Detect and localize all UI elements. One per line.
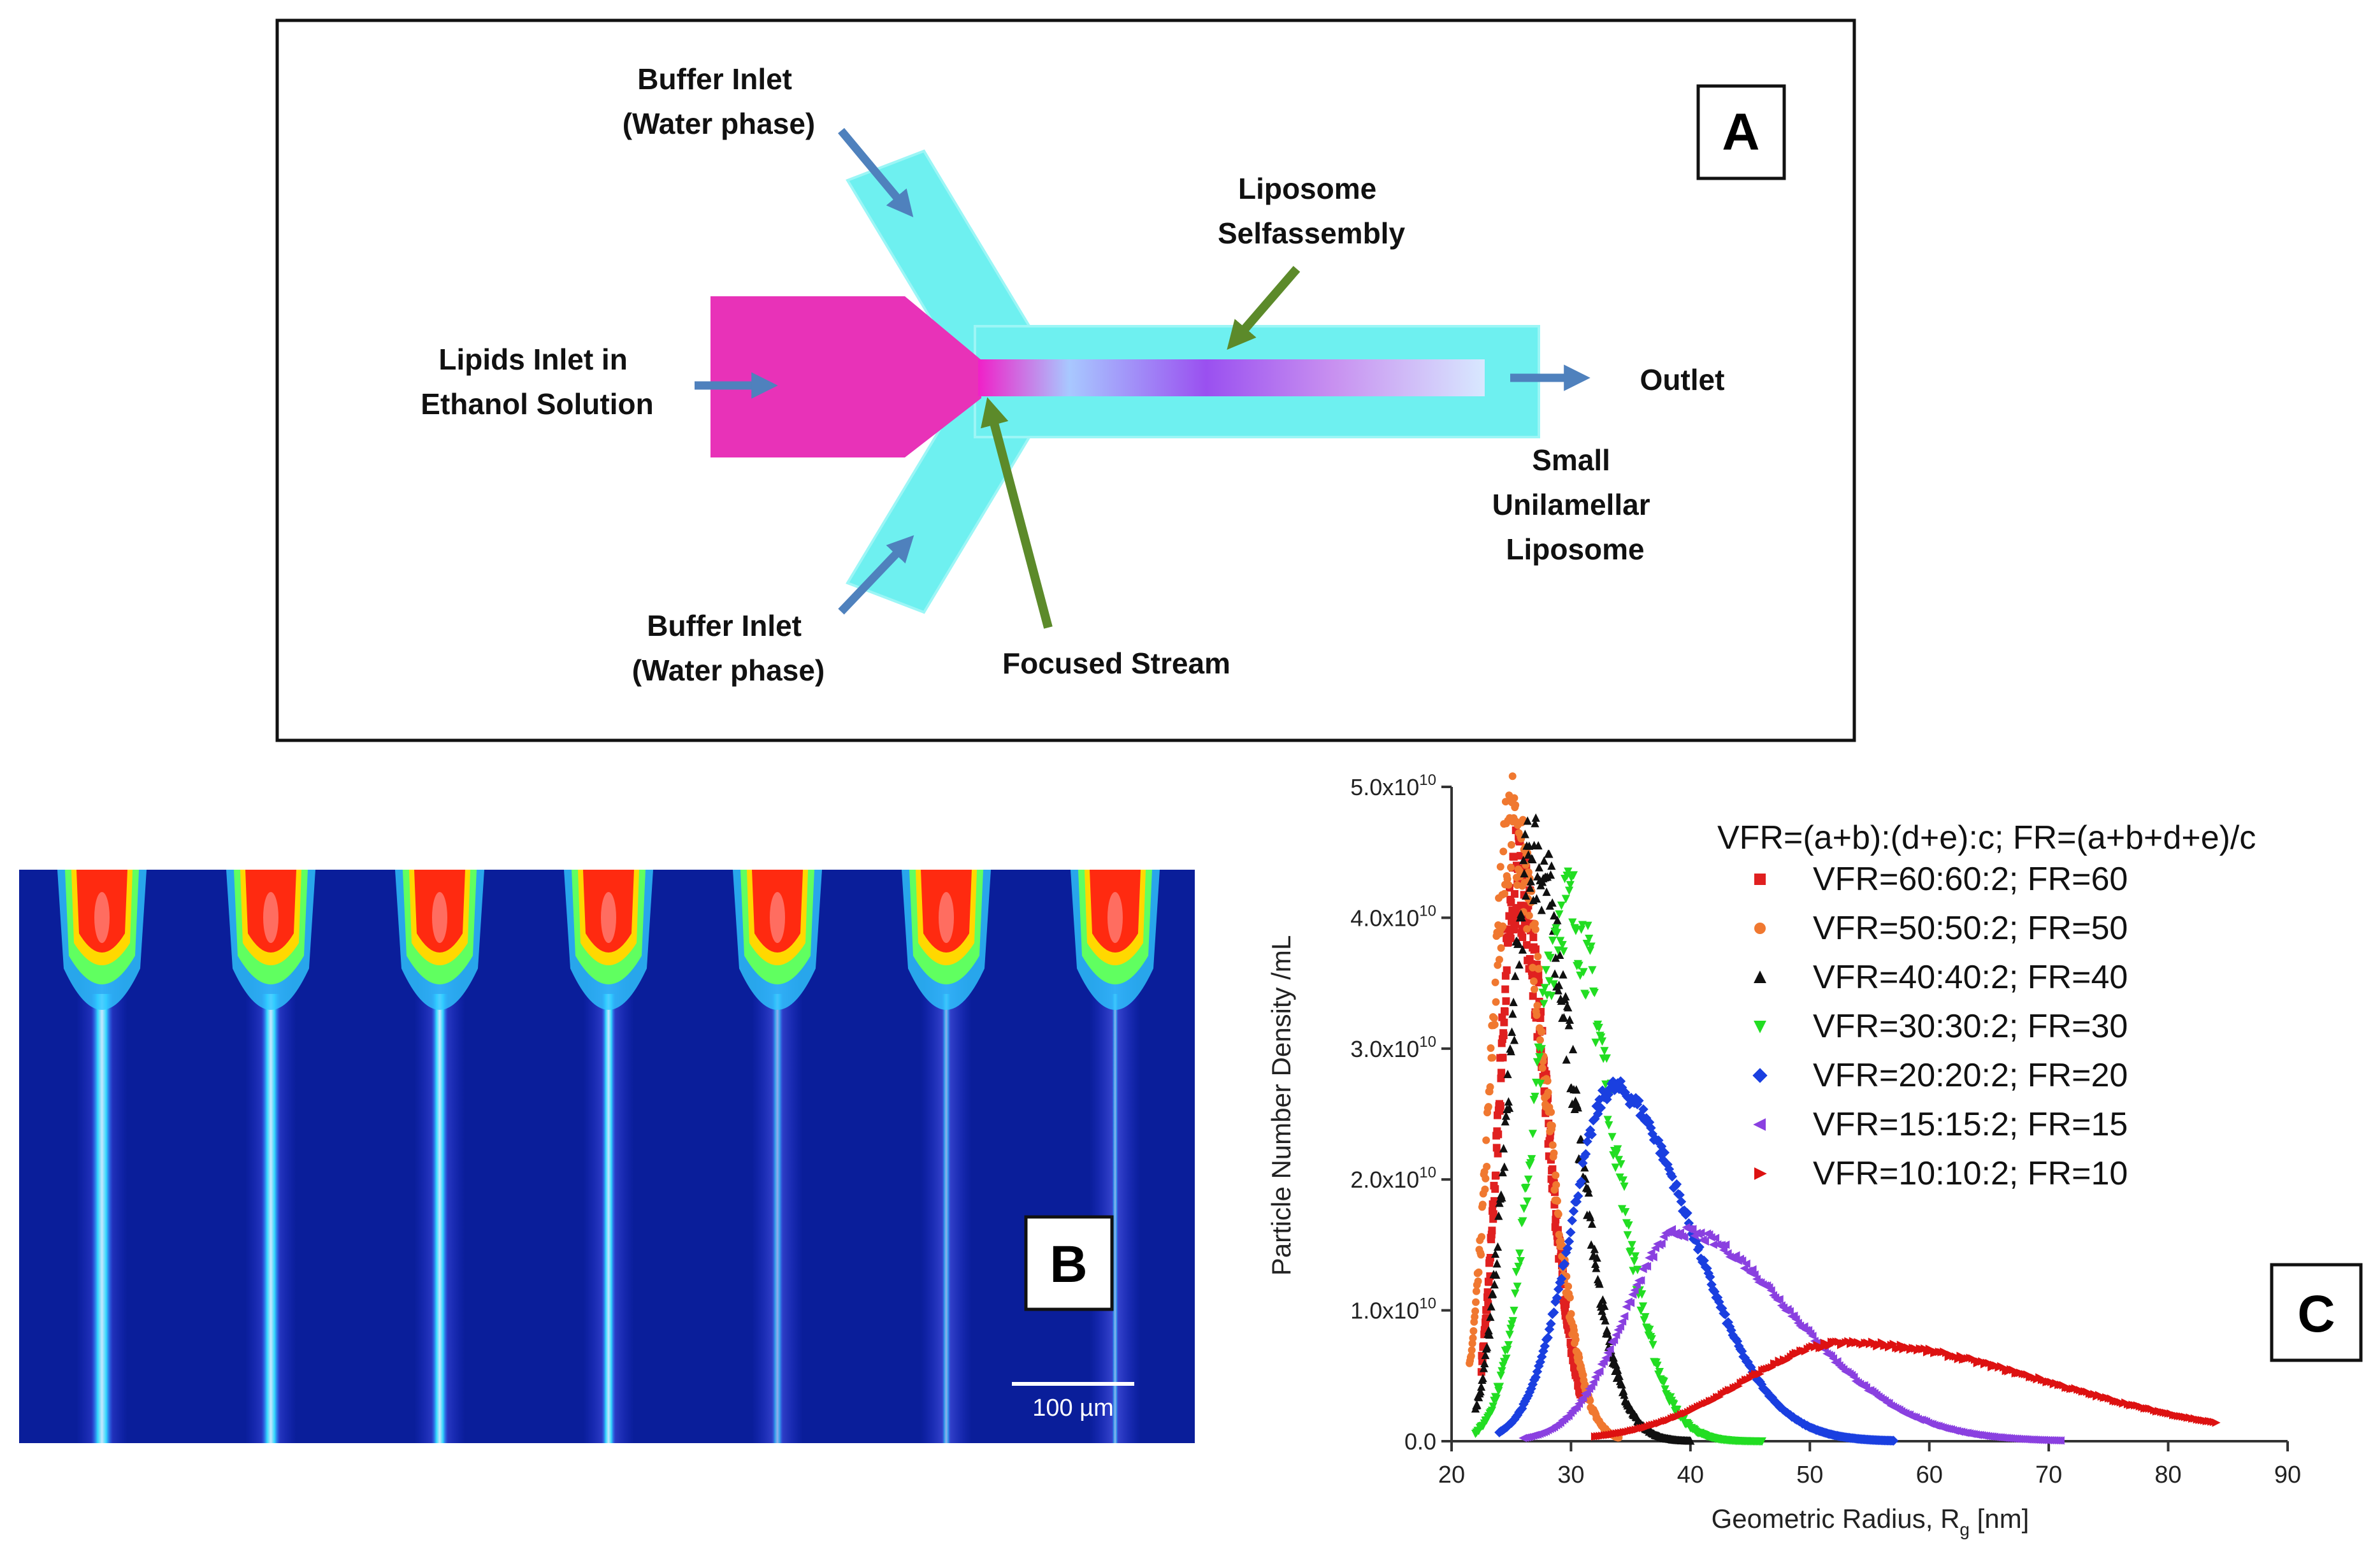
stream-7 <box>1071 870 1160 1443</box>
x-tick-label: 30 <box>1557 1462 1584 1488</box>
legend-marker <box>1754 1167 1767 1180</box>
stream-1 <box>57 870 147 1443</box>
legend-title: VFR=(a+b):(d+e):c; FR=(a+b+d+e)/c <box>1717 819 2256 856</box>
legend-item: VFR=10:10:2; FR=10 <box>1754 1155 2128 1192</box>
legend-item: VFR=15:15:2; FR=15 <box>1753 1106 2128 1143</box>
stream-6 <box>902 870 991 1443</box>
legend-item: VFR=60:60:2; FR=60 <box>1754 861 2128 898</box>
arrow-selfassembly <box>1227 266 1301 350</box>
panel-c-label-box <box>2270 1263 2363 1362</box>
panel-a-label: A <box>1722 103 1759 161</box>
legend-label: VFR=10:10:2; FR=10 <box>1813 1155 2128 1192</box>
panel-c: 20 30 40 50 60 70 80 90 0.0 1.0x1010 2.0x1010 3.0x1… <box>1266 772 2363 1539</box>
panel-c-label: C <box>2297 1285 2335 1343</box>
legend-marker <box>1754 923 1766 934</box>
panel-b: B 100 µm <box>19 870 1195 1443</box>
lipid-inlet-shape <box>710 296 981 457</box>
legend-label: VFR=30:30:2; FR=30 <box>1813 1008 2128 1045</box>
x-tick-label: 40 <box>1677 1462 1704 1488</box>
label-lipids-inlet: Lipids Inlet in Ethanol Solution <box>421 343 653 421</box>
stream-3 <box>395 870 484 1443</box>
x-axis-label-unit: [nm] <box>1970 1504 2029 1534</box>
y-tick-label: 3.0x1010 <box>1350 1033 1436 1062</box>
panel-a: A Buffer Inlet (Water phase) Buffer Inle… <box>275 18 1856 742</box>
stream-2 <box>226 870 315 1443</box>
label-outlet: Outlet <box>1640 363 1725 396</box>
legend-item: VFR=50:50:2; FR=50 <box>1754 910 2128 947</box>
legend-label: VFR=50:50:2; FR=50 <box>1813 910 2128 947</box>
legend-label: VFR=40:40:2; FR=40 <box>1813 959 2128 996</box>
legend-label: VFR=15:15:2; FR=15 <box>1813 1106 2128 1143</box>
x-tick-label: 20 <box>1438 1462 1465 1488</box>
x-tick-label: 80 <box>2154 1462 2181 1488</box>
series-4 <box>1471 867 1766 1446</box>
label-focused-stream: Focused Stream <box>1002 647 1230 680</box>
panel-a-label-box <box>1696 84 1786 180</box>
panel-b-label: B <box>1049 1235 1087 1293</box>
legend-label: VFR=60:60:2; FR=60 <box>1813 861 2128 898</box>
y-tick-label: 4.0x1010 <box>1350 902 1436 931</box>
x-axis-label-sub: g <box>1959 1520 1970 1539</box>
x-tick-label: 50 <box>1796 1462 1823 1488</box>
legend-marker <box>1754 874 1766 885</box>
y-tick-label: 2.0x1010 <box>1350 1164 1436 1193</box>
x-tick-label: 60 <box>1916 1462 1943 1488</box>
x-tick-label: 90 <box>2274 1462 2301 1488</box>
label-liposome-selfassembly: Liposome Selfassembly <box>1218 172 1405 250</box>
y-tick-label: 5.0x1010 <box>1350 772 1436 800</box>
y-axis-label: Particle Number Density /mL <box>1266 935 1296 1276</box>
x-tick-label: 70 <box>2035 1462 2062 1488</box>
legend-label: VFR=20:20:2; FR=20 <box>1813 1057 2128 1094</box>
legend-marker <box>1752 1068 1768 1083</box>
panel-b-label-box <box>1024 1215 1114 1311</box>
series-2 <box>1466 772 1623 1442</box>
label-buffer-inlet-top: Buffer Inlet (Water phase) <box>623 62 815 140</box>
legend-item: VFR=30:30:2; FR=30 <box>1754 1008 2128 1045</box>
microfluidic-channel <box>710 149 1540 614</box>
panel-b-streams <box>57 870 1160 1443</box>
arrow-focused-stream <box>981 397 1053 629</box>
stream-5 <box>733 870 822 1443</box>
legend-item: VFR=40:40:2; FR=40 <box>1754 959 2128 996</box>
legend-item: VFR=20:20:2; FR=20 <box>1752 1057 2128 1094</box>
chart-plot: 20 30 40 50 60 70 80 90 0.0 1.0x1010 2.0x1010 3.0x1… <box>1350 772 2301 1488</box>
legend-marker <box>1754 970 1766 983</box>
y-tick-label: 0.0 <box>1404 1428 1436 1455</box>
scale-bar-label: 100 µm <box>1032 1395 1114 1421</box>
x-axis-label: Geometric Radius, Rg [nm] <box>1712 1504 2030 1539</box>
label-small-unilamellar: Small Unilamellar Liposome <box>1492 443 1659 566</box>
series-markers <box>1466 772 1623 1442</box>
label-buffer-inlet-bottom: Buffer Inlet (Water phase) <box>632 609 825 687</box>
stream-4 <box>564 870 653 1443</box>
legend-marker <box>1754 1021 1766 1033</box>
y-tick-label: 1.0x1010 <box>1350 1295 1436 1324</box>
series-markers <box>1471 867 1766 1446</box>
arrow-buffer-top <box>838 127 914 217</box>
legend-marker <box>1753 1118 1766 1131</box>
focused-stream <box>978 359 1485 396</box>
arrow-buffer-bottom <box>838 535 914 615</box>
